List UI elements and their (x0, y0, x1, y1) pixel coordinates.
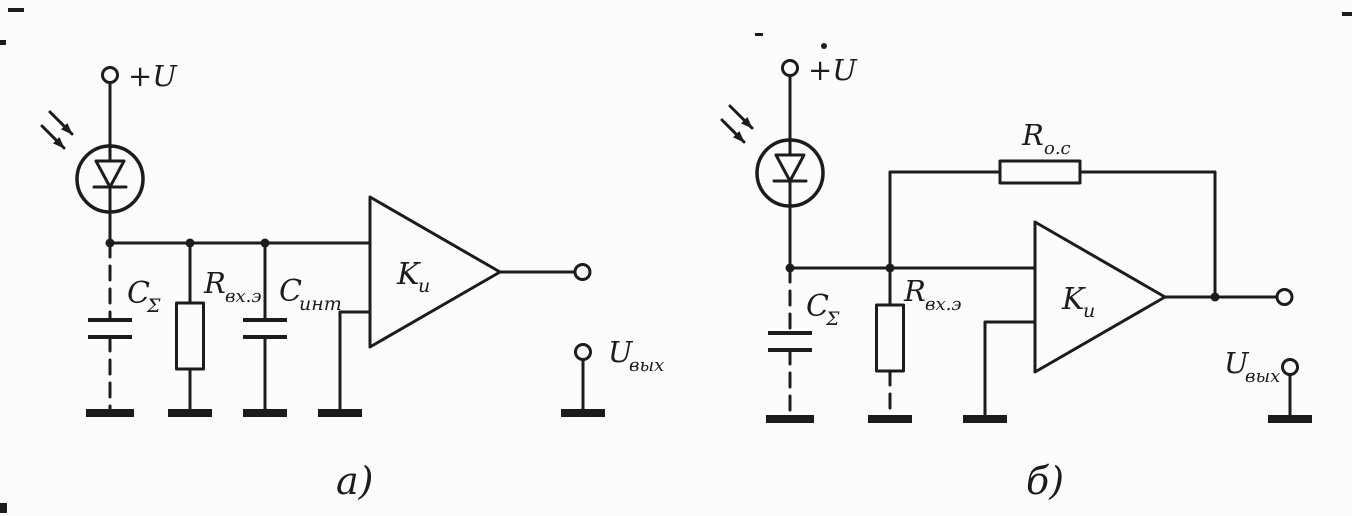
light-arrow (48, 110, 74, 136)
ink-speck (0, 503, 7, 513)
u-out-label: U (608, 335, 634, 369)
resistor-body (175, 301, 205, 371)
output-voltage-terminal (1281, 358, 1299, 376)
output-voltage-marker: U вых (1224, 346, 1312, 423)
gain-subscript: и (418, 275, 430, 297)
c-sigma-subscript: Σ (825, 308, 840, 330)
capacitor-c-sigma: C Σ (766, 266, 840, 423)
r-input-label: R (903, 274, 926, 308)
ink-speck (8, 8, 24, 12)
ink-speck (1342, 12, 1352, 16)
light-arrows-icon (40, 110, 74, 150)
wire (888, 170, 1002, 270)
resistor-r-input: R вх.э (868, 266, 961, 423)
ink-speck (821, 43, 827, 49)
circuit-b: +U R о.с (720, 53, 1312, 503)
caption-b: б) (1026, 459, 1064, 503)
output-voltage-terminal (574, 343, 592, 361)
supply-terminal (781, 59, 799, 77)
c-sigma-label: C (806, 289, 829, 324)
supply-label: +U (808, 53, 858, 87)
capacitor-c-int: C инт (243, 241, 342, 417)
c-sigma-subscript: Σ (146, 295, 161, 317)
gain-label: K (396, 257, 421, 292)
resistor-body (875, 303, 905, 373)
light-arrows-icon (720, 104, 754, 144)
c-int-subscript: инт (299, 293, 342, 315)
r-input-subscript: вх.э (925, 294, 961, 315)
diode-triangle (774, 153, 806, 183)
wire (983, 320, 1037, 418)
amplifier-triangle (368, 195, 502, 349)
output-terminal (1275, 288, 1294, 306)
output-terminal (573, 263, 592, 281)
diode-triangle (94, 159, 126, 189)
amplifier: K и (963, 220, 1167, 423)
r-input-subscript: вх.э (225, 286, 261, 307)
r-feedback-subscript: о.с (1044, 138, 1071, 159)
wire (1078, 170, 1217, 299)
u-out-label: U (1224, 346, 1250, 380)
supply-terminal (101, 66, 119, 84)
light-arrow (728, 104, 754, 130)
supply-label: +U (128, 59, 178, 93)
resistor-r-input: R вх.э (168, 241, 261, 417)
u-out-subscript: вых (629, 355, 664, 376)
gain-label: K (1061, 282, 1086, 317)
ink-speck (755, 33, 763, 36)
c-sigma-label: C (127, 276, 150, 311)
ink-speck (0, 40, 6, 45)
amplifier: K и (318, 195, 502, 417)
scan-artifacts (0, 8, 1352, 513)
circuit-a: +U C Σ (40, 59, 664, 503)
resistor-body (998, 159, 1082, 185)
gain-subscript: и (1083, 300, 1095, 322)
resistor-r-feedback: R о.с (888, 118, 1220, 302)
light-arrow (40, 124, 66, 150)
output-voltage-marker: U вых (561, 335, 664, 417)
wire (338, 310, 372, 412)
light-arrow (720, 118, 746, 144)
r-feedback-label: R (1021, 118, 1044, 152)
capacitor-c-sigma: C Σ (86, 241, 161, 417)
u-out-subscript: вых (1245, 366, 1280, 387)
amplifier-triangle (1033, 220, 1167, 374)
c-int-label: C (279, 274, 302, 309)
caption-a: а) (336, 459, 373, 503)
r-input-label: R (203, 266, 226, 300)
